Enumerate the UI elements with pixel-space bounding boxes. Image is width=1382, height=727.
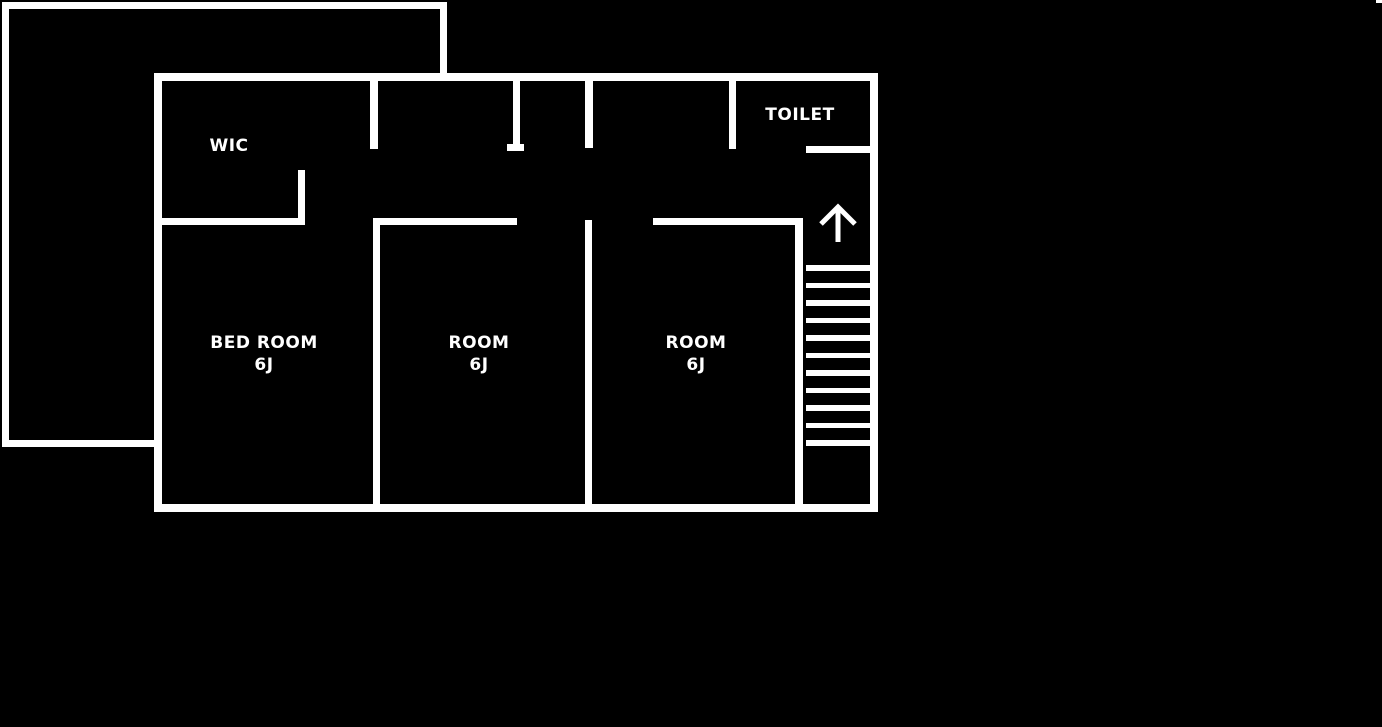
middle-room-name: ROOM [448,333,510,353]
stair-step [806,387,871,393]
staircase-steps [806,265,871,451]
wall-stair-corridor-left [795,218,803,505]
wic-label: WIC [209,136,249,156]
bedroom-name: BED ROOM [210,333,318,353]
wall-hall-stub-cap [507,144,524,151]
stair-step [806,352,871,358]
stair-step [806,265,871,271]
stair-step [806,282,871,288]
toilet-label: TOILET [765,105,835,125]
stair-step [806,335,871,341]
wall-hall-stub-left [513,81,520,144]
wall-middle-room-top [373,218,517,225]
wall-middle-right-divider [585,220,592,505]
stair-step [806,405,871,411]
right-room-size: 6J [686,355,706,375]
middle-room-label: ROOM 6J [449,332,510,376]
stair-step [806,300,871,306]
wall-wic-bottom [161,218,305,225]
wall-wic-corner-stub [298,170,305,225]
wall-hall-stub-right [585,81,593,148]
middle-room-size: 6J [469,355,489,375]
stair-step [806,440,871,446]
stair-step [806,370,871,376]
stair-step [806,317,871,323]
wall-right-room-top [653,218,803,225]
bedroom-label: BED ROOM 6J [210,332,318,376]
wall-bedroom-middle-divider [373,218,380,505]
wall-toilet-left [729,81,736,149]
wall-toilet-bottom [806,146,871,153]
right-room-label: ROOM 6J [666,332,727,376]
right-room-name: ROOM [665,333,727,353]
bedroom-size: 6J [254,355,274,375]
up-arrow-icon [819,203,857,242]
wall-wic-right-stub [370,81,378,149]
corner-tick-mark [1376,0,1382,3]
stair-step [806,422,871,428]
